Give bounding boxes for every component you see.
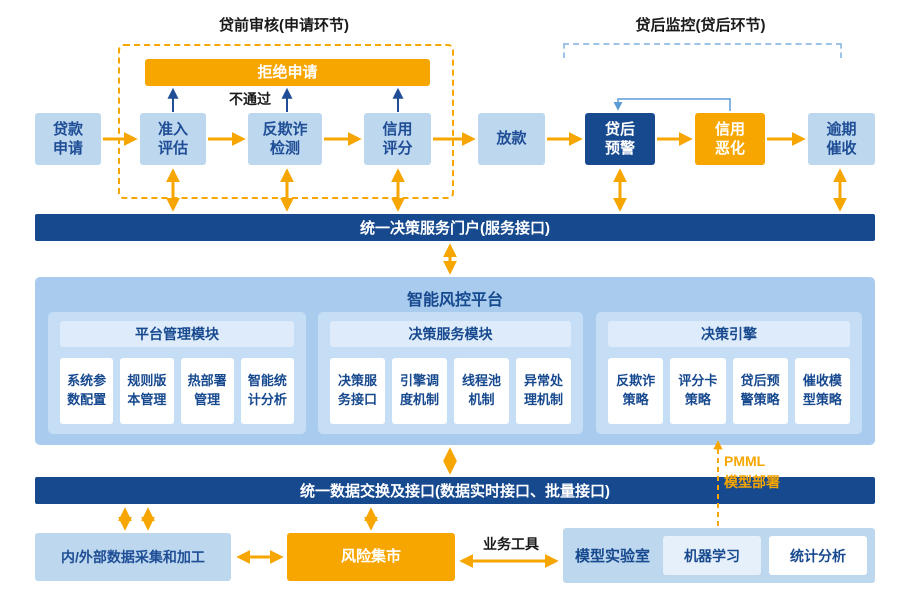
risk-mart-box: 风险集市 bbox=[287, 533, 455, 581]
risk-platform-panel: 智能风控平台 平台管理模块 系统参 数配置 规则版 本管理 热部署 管理 智能统… bbox=[35, 277, 875, 445]
flow-box-credit-deterioration: 信用 恶化 bbox=[695, 113, 765, 165]
module-item: 智能统 计分析 bbox=[240, 358, 294, 424]
module-item: 贷后预 警策略 bbox=[732, 358, 788, 424]
data-exchange-bar: 统一数据交换及接口(数据实时接口、批量接口) bbox=[35, 477, 875, 504]
stat-analysis-box: 统计分析 bbox=[769, 536, 867, 575]
flow-box-post-loan-warning: 贷后 预警 bbox=[585, 113, 655, 165]
flow-box-disbursement: 放款 bbox=[478, 113, 545, 165]
module-item: 系统参 数配置 bbox=[60, 358, 114, 424]
module-item: 决策服 务接口 bbox=[330, 358, 385, 424]
flow-box-admission-assessment: 准入 评估 bbox=[140, 113, 206, 165]
module-item: 催收模 型策略 bbox=[794, 358, 850, 424]
decision-service-portal-bar: 统一决策服务门户(服务接口) bbox=[35, 214, 875, 241]
module-platform-management: 平台管理模块 系统参 数配置 规则版 本管理 热部署 管理 智能统 计分析 bbox=[48, 312, 306, 434]
business-tools-label: 业务工具 bbox=[483, 536, 539, 552]
flow-box-overdue-collection: 逾期 催收 bbox=[808, 113, 875, 165]
platform-title: 智能风控平台 bbox=[406, 292, 503, 309]
pmml-label-line2: 模型部署 bbox=[724, 474, 780, 490]
post-loan-section-title: 贷后监控(贷后环节) bbox=[635, 17, 766, 34]
module-title: 决策服务模块 bbox=[330, 321, 571, 347]
pre-loan-section-title: 贷前审核(申请环节) bbox=[219, 17, 349, 34]
post-loan-dashed-bracket bbox=[563, 43, 842, 58]
flow-box-loan-application: 贷款 申请 bbox=[35, 113, 101, 165]
module-decision-service: 决策服务模块 决策服 务接口 引擎调 度机制 线程池 机制 异常处 理机制 bbox=[318, 312, 583, 434]
module-title: 平台管理模块 bbox=[60, 321, 294, 347]
pmml-label-line1: PMML bbox=[724, 453, 766, 469]
not-passed-label: 不通过 bbox=[229, 91, 271, 107]
arrow-worsen-feedback-to-warning bbox=[613, 98, 731, 111]
pmml-deploy-label: PMML 模型部署 bbox=[724, 451, 814, 493]
reject-application-box: 拒绝申请 bbox=[145, 59, 430, 86]
data-collection-box: 内/外部数据采集和加工 bbox=[35, 533, 231, 581]
module-decision-engine: 决策引擎 反欺诈 策略 评分卡 策略 贷后预 警策略 催收模 型策略 bbox=[596, 312, 862, 434]
flow-box-anti-fraud-detection: 反欺诈 检测 bbox=[248, 113, 322, 165]
module-item: 异常处 理机制 bbox=[516, 358, 571, 424]
model-lab-title: 模型实验室 bbox=[575, 548, 651, 565]
model-lab-panel: 模型实验室 机器学习 统计分析 bbox=[563, 528, 875, 583]
machine-learning-box: 机器学习 bbox=[663, 536, 761, 575]
module-item: 线程池 机制 bbox=[454, 358, 509, 424]
module-item: 反欺诈 策略 bbox=[608, 358, 664, 424]
module-title: 决策引擎 bbox=[608, 321, 850, 347]
module-item: 规则版 本管理 bbox=[120, 358, 174, 424]
module-item: 评分卡 策略 bbox=[670, 358, 726, 424]
flow-box-credit-score: 信用 评分 bbox=[364, 113, 431, 165]
module-item: 引擎调 度机制 bbox=[392, 358, 447, 424]
module-item: 热部署 管理 bbox=[180, 358, 234, 424]
